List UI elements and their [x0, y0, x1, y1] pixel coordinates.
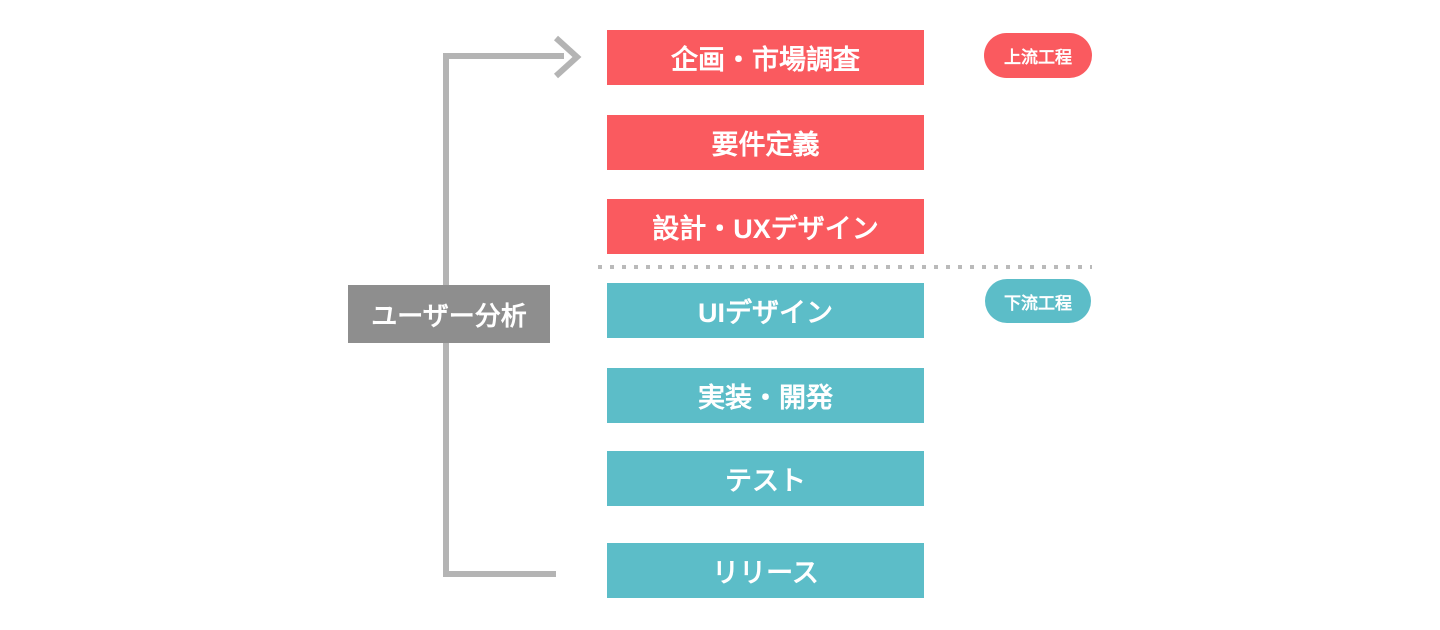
phase-box-planning-research: 企画・市場調査 — [607, 30, 924, 85]
phase-label: 設計・UXデザイン — [652, 214, 879, 244]
badge-downstream: 下流工程 — [985, 279, 1091, 323]
badge-upstream: 上流工程 — [984, 33, 1092, 78]
phase-box-implementation: 実装・開発 — [607, 368, 924, 423]
badge-downstream-label: 下流工程 — [1004, 293, 1072, 313]
phase-box-requirements: 要件定義 — [607, 115, 924, 170]
phase-box-ui-design: UIデザイン — [607, 283, 924, 338]
phase-label: UIデザイン — [698, 298, 833, 328]
phase-box-design-ux: 設計・UXデザイン — [607, 199, 924, 254]
phase-label: テスト — [725, 466, 806, 496]
arrowhead-icon — [553, 35, 582, 79]
phase-label: 企画・市場調査 — [671, 45, 860, 75]
phase-label: 実装・開発 — [698, 383, 833, 413]
phase-label: リリース — [712, 558, 819, 588]
phase-box-testing: テスト — [607, 451, 924, 506]
upstream-downstream-divider — [598, 265, 1092, 269]
user-analysis-label: ユーザー分析 — [371, 300, 527, 331]
badge-upstream-label: 上流工程 — [1004, 48, 1072, 67]
phase-label: 要件定義 — [711, 130, 820, 160]
user-analysis-box: ユーザー分析 — [348, 285, 550, 343]
phase-box-release: リリース — [607, 543, 924, 598]
